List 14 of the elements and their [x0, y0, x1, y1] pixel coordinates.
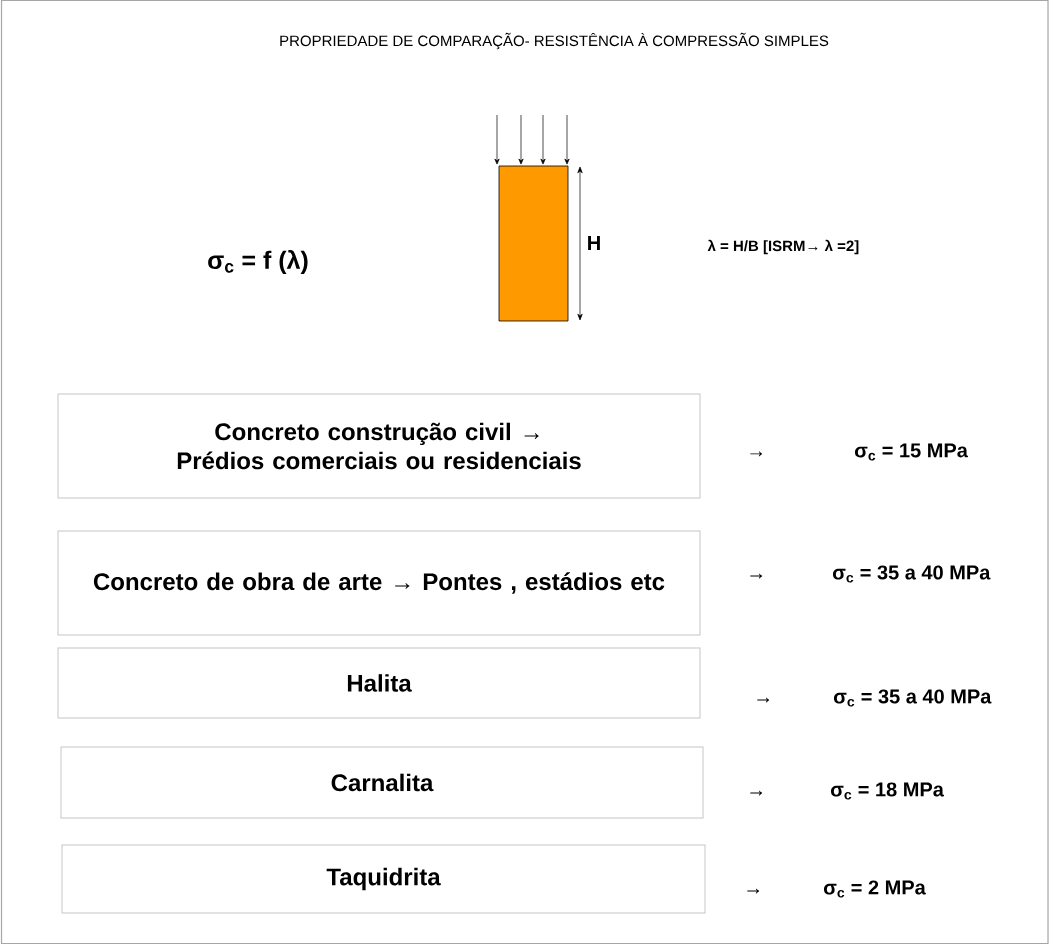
strength-value: → σ$_{c}$ = 18 MPa — [750, 782, 944, 800]
strength-value: → σ$_{c}$ = 2 MPa — [747, 880, 926, 898]
title: PROPRIEDADE DE COMPARAÇÃO- RESISTÊNCIA À COMPRESSÃO SIMPLES — [280, 32, 829, 50]
formula: σ$_{c}$ = f (λ) — [208, 250, 308, 274]
material-box: Concreto de obra de arte → Pontes , estádios etc — [57, 530, 701, 636]
material-box: Halita — [57, 647, 701, 719]
strength-value: → σ$_{c}$ = 15 MPa — [750, 443, 968, 461]
material-box: Taquidrita — [61, 844, 706, 914]
strength-value: → σ$_{c}$ = 35 a 40 MPa — [757, 689, 992, 707]
dimension-label: H — [588, 236, 600, 250]
material-box: Carnalita — [60, 746, 704, 819]
strength-value: → σ$_{c}$ = 35 a 40 MPa — [750, 565, 991, 583]
material-box: Concreto construção civil → Prédios comerciais ou residenciais — [57, 393, 701, 499]
ratio-note: λ = H/B [ISRM→ λ =2] — [707, 239, 859, 255]
